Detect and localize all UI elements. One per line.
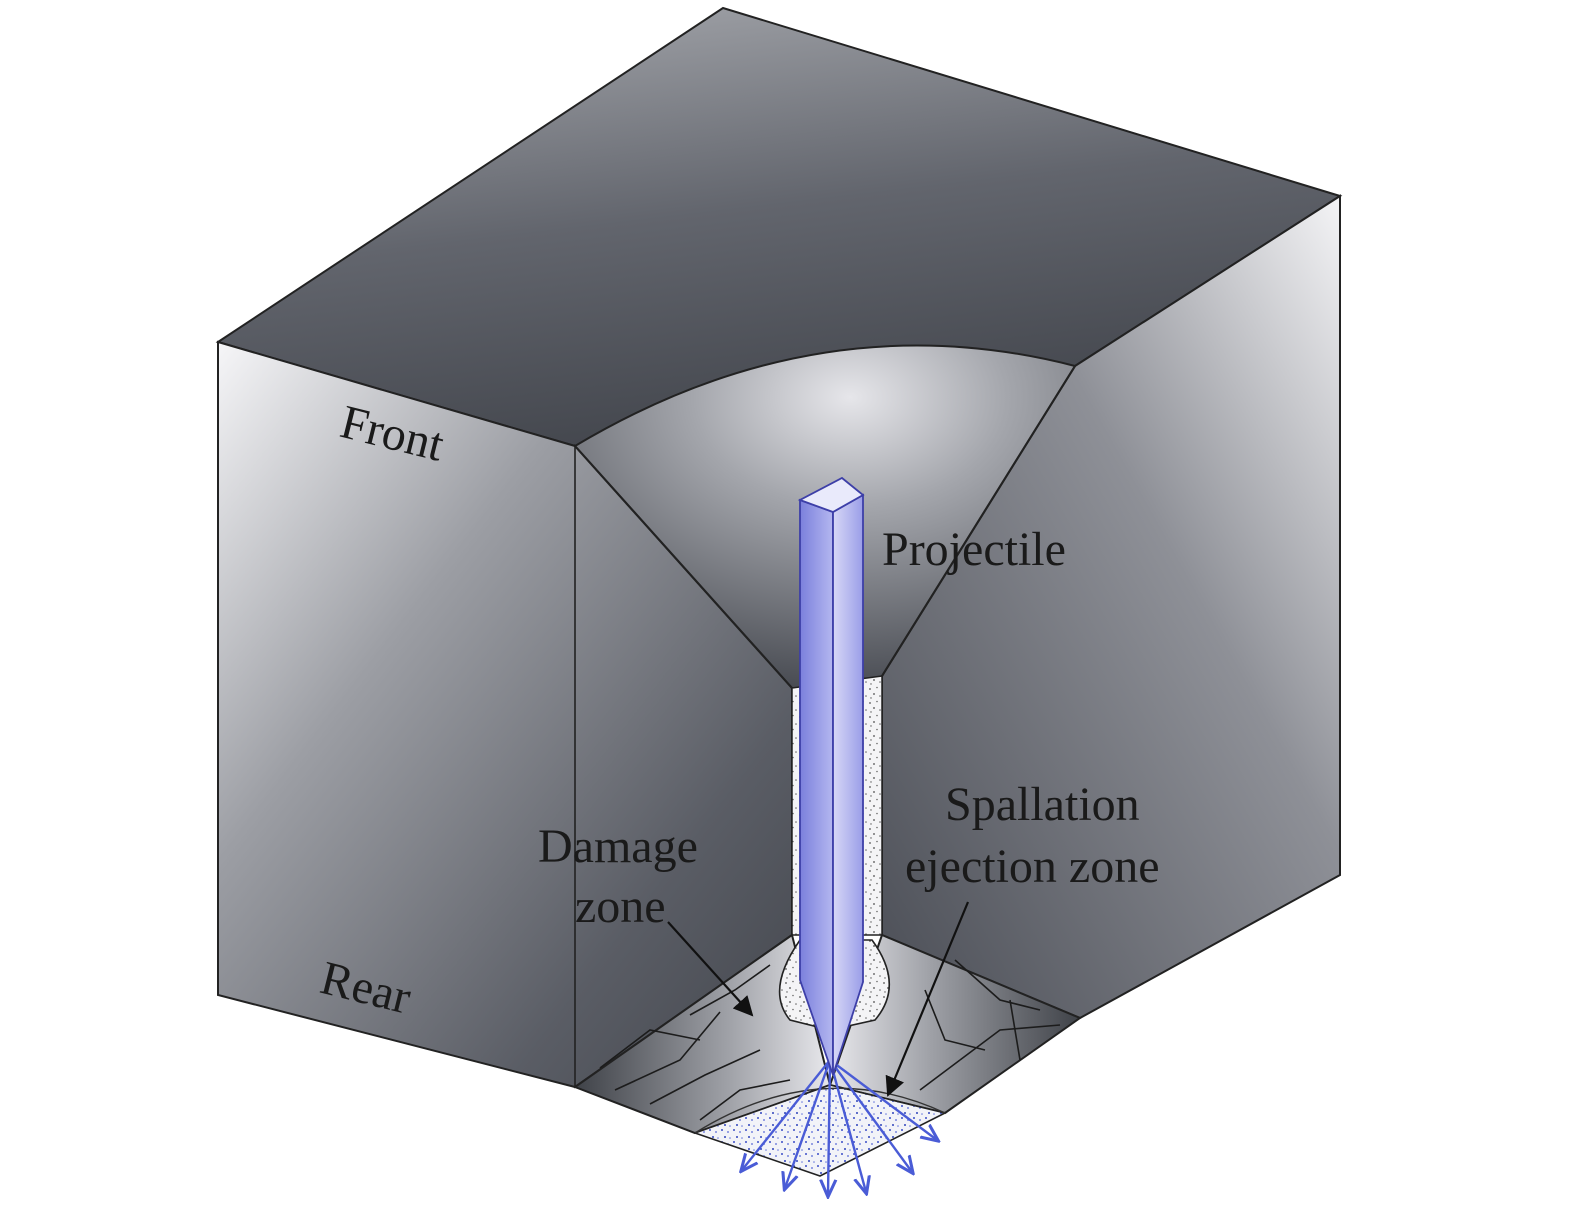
damage-zone-pointer: [667, 921, 754, 1017]
ejecta-arrows: [742, 1059, 937, 1195]
projectile-label: Projectile: [882, 523, 1066, 576]
damage-zone-label-line2: zone: [575, 880, 666, 933]
damage-zone-label-line1: Damage: [538, 820, 698, 873]
spallation-label-line2: ejection zone: [905, 840, 1160, 893]
target-block: [215, 6, 1343, 1089]
spallation-label-line1: Spallation: [945, 778, 1140, 831]
spallation-pointer: [885, 901, 970, 1097]
projectile: [797, 476, 865, 1076]
